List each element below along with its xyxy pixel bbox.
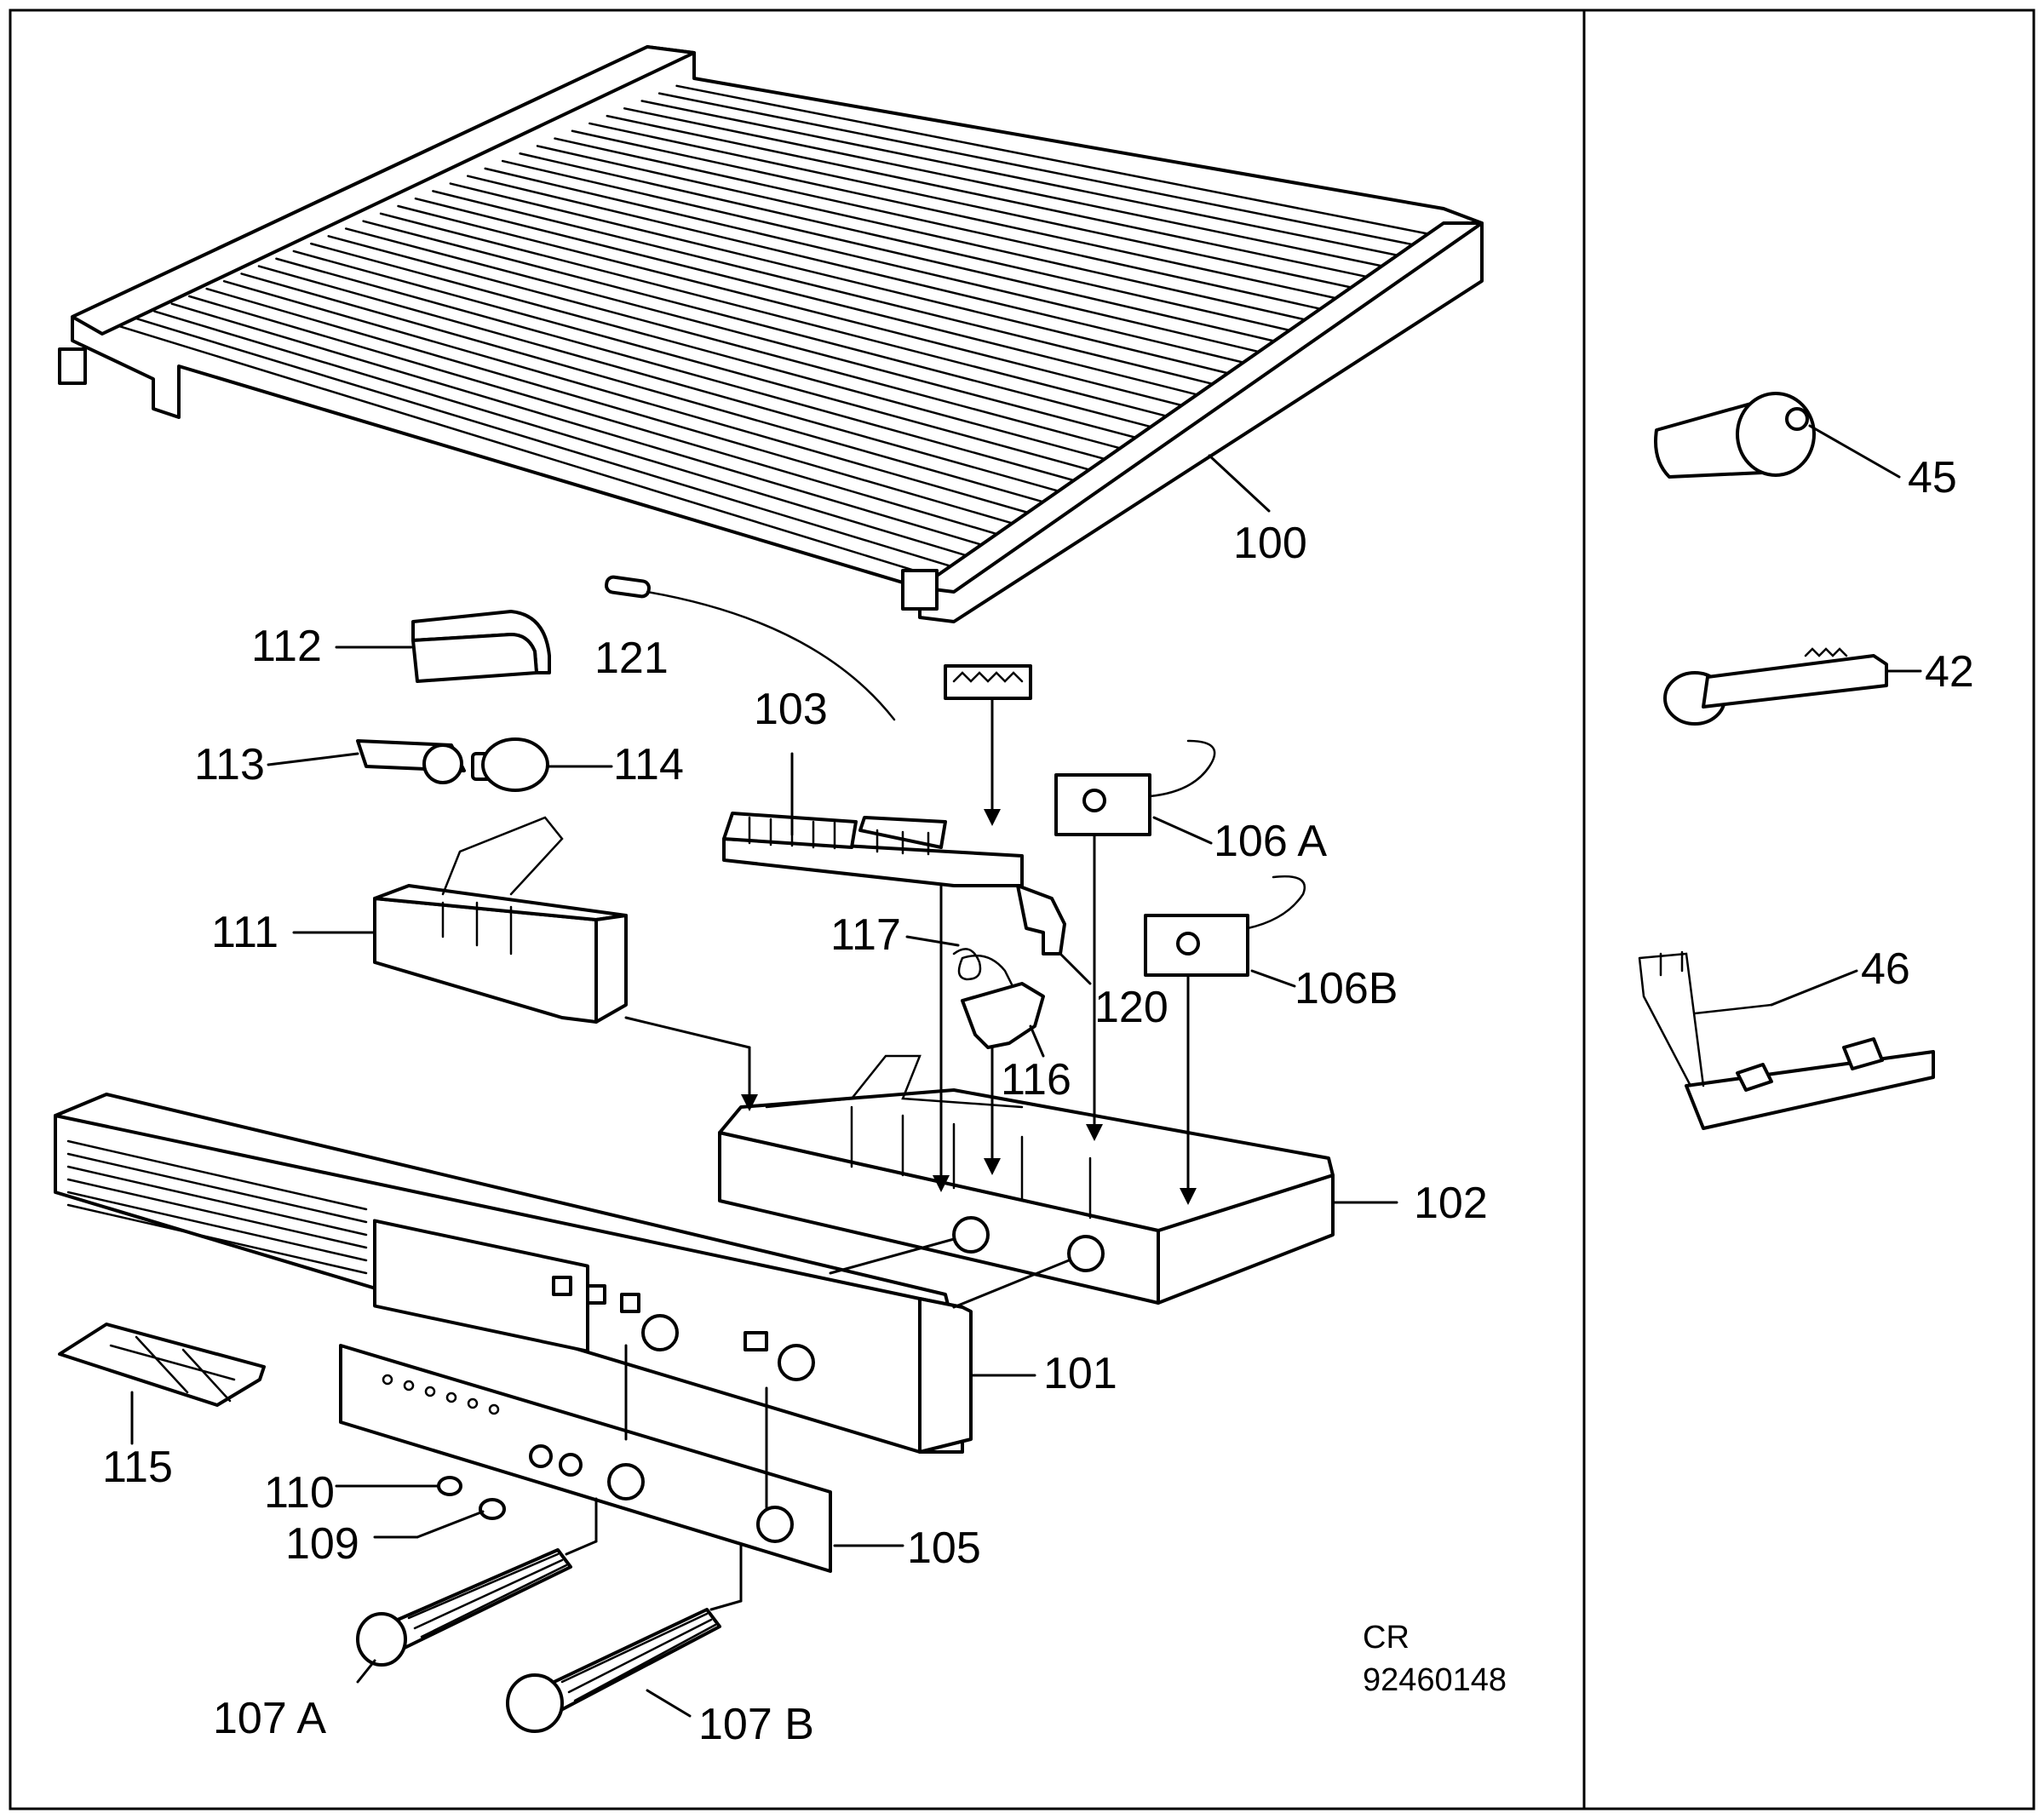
label-46: 46 — [1861, 944, 1910, 994]
label-114: 114 — [613, 740, 684, 789]
grid-slat — [205, 287, 1013, 525]
grid-slat — [310, 242, 1106, 461]
label-107b: 107 B — [698, 1700, 814, 1749]
part-110-lamp — [437, 1476, 462, 1496]
part-103-terminal-block — [722, 812, 1024, 887]
part-115-filter — [58, 1323, 266, 1407]
grid-slat — [397, 204, 1183, 407]
grid-slat — [240, 273, 1044, 503]
grid-slat — [484, 167, 1260, 353]
grid-slat — [222, 279, 1029, 514]
part-109-lamp — [479, 1498, 506, 1520]
label-109: 109 — [285, 1519, 359, 1569]
cover-clip-left — [58, 347, 87, 385]
grid-slat — [118, 324, 937, 578]
grid-slat — [135, 318, 952, 568]
grid-slat — [344, 227, 1137, 439]
cover-clip-right — [901, 569, 939, 611]
grid-slat — [501, 159, 1276, 342]
label-101: 101 — [1043, 1349, 1117, 1398]
part-120-clip — [1016, 884, 1066, 955]
arrow-heads — [741, 809, 1197, 1205]
grid-slats — [118, 84, 1430, 578]
code-number: 92460148 — [1363, 1662, 1507, 1698]
label-106b: 106B — [1295, 964, 1398, 1013]
grid-slat — [657, 92, 1415, 246]
grid-slat — [153, 310, 967, 557]
vent-slots — [66, 1139, 368, 1275]
part-100-grid-cover — [58, 45, 1484, 623]
label-111: 111 — [211, 908, 278, 957]
grid-slat — [623, 107, 1383, 267]
part-114-bulb — [471, 737, 549, 792]
label-106a: 106 A — [1214, 817, 1327, 866]
part-117-spring — [952, 948, 1019, 998]
part-45-knob — [1654, 392, 1816, 479]
part-101-front-panel — [54, 1093, 973, 1454]
label-112: 112 — [251, 622, 322, 671]
grid-slat — [536, 145, 1306, 321]
part-102-base-tray — [718, 1054, 1335, 1305]
label-103: 103 — [754, 685, 828, 734]
part-111-housing — [373, 816, 628, 1024]
grid-slat — [519, 152, 1291, 332]
connector-strip — [944, 664, 1032, 700]
code-prefix: CR — [1363, 1620, 1410, 1655]
indicator-dots — [382, 1374, 500, 1415]
label-45: 45 — [1908, 453, 1957, 502]
grid-slat — [640, 100, 1398, 257]
label-116: 116 — [1001, 1055, 1071, 1105]
grid-slat — [257, 265, 1060, 492]
part-107b-knob — [506, 1608, 721, 1733]
grid-slat — [292, 250, 1091, 471]
label-110: 110 — [264, 1468, 335, 1518]
part-106a-switch — [1054, 739, 1216, 836]
part-106b-switch — [1144, 875, 1306, 977]
part-116-latch — [961, 982, 1045, 1049]
grid-slat — [606, 114, 1368, 278]
label-113: 113 — [194, 740, 265, 789]
grid-slat — [414, 197, 1198, 396]
part-labels: 100 112 121 103 113 114 106 A 111 117 10… — [102, 453, 1974, 1749]
label-102: 102 — [1414, 1179, 1488, 1228]
grid-slat — [675, 84, 1430, 235]
grid-slat — [170, 302, 983, 546]
grid-slat — [554, 137, 1322, 310]
label-42: 42 — [1925, 647, 1974, 697]
grid-slat — [571, 129, 1337, 300]
label-117: 117 — [830, 910, 901, 960]
label-105: 105 — [907, 1523, 981, 1573]
part-105-control-panel — [339, 1344, 832, 1573]
leader-lines — [130, 424, 1922, 1718]
part-121-sensor — [605, 575, 896, 721]
part-107a-knob — [356, 1548, 572, 1667]
label-121: 121 — [594, 634, 669, 683]
part-113-lamp-holder — [356, 739, 466, 784]
label-107a: 107 A — [213, 1694, 326, 1743]
grid-slat — [327, 235, 1122, 450]
label-120: 120 — [1094, 983, 1168, 1032]
grid-slat — [275, 257, 1076, 482]
grid-slat — [362, 220, 1152, 428]
part-42-lever — [1663, 647, 1888, 726]
part-46-bracket — [1638, 950, 1935, 1130]
drawing-code: CR 92460148 — [1363, 1620, 1507, 1698]
part-112-cap — [411, 610, 551, 683]
grid-slat — [449, 182, 1230, 375]
grid-slat — [432, 190, 1214, 386]
grid-slat — [589, 122, 1352, 289]
grid-slat — [379, 212, 1168, 417]
label-115: 115 — [102, 1443, 173, 1492]
sensor-wire — [646, 590, 896, 721]
grid-slat — [467, 175, 1245, 364]
outer-frame — [9, 9, 2035, 1810]
grid-slat — [187, 295, 998, 536]
label-100: 100 — [1233, 519, 1307, 568]
